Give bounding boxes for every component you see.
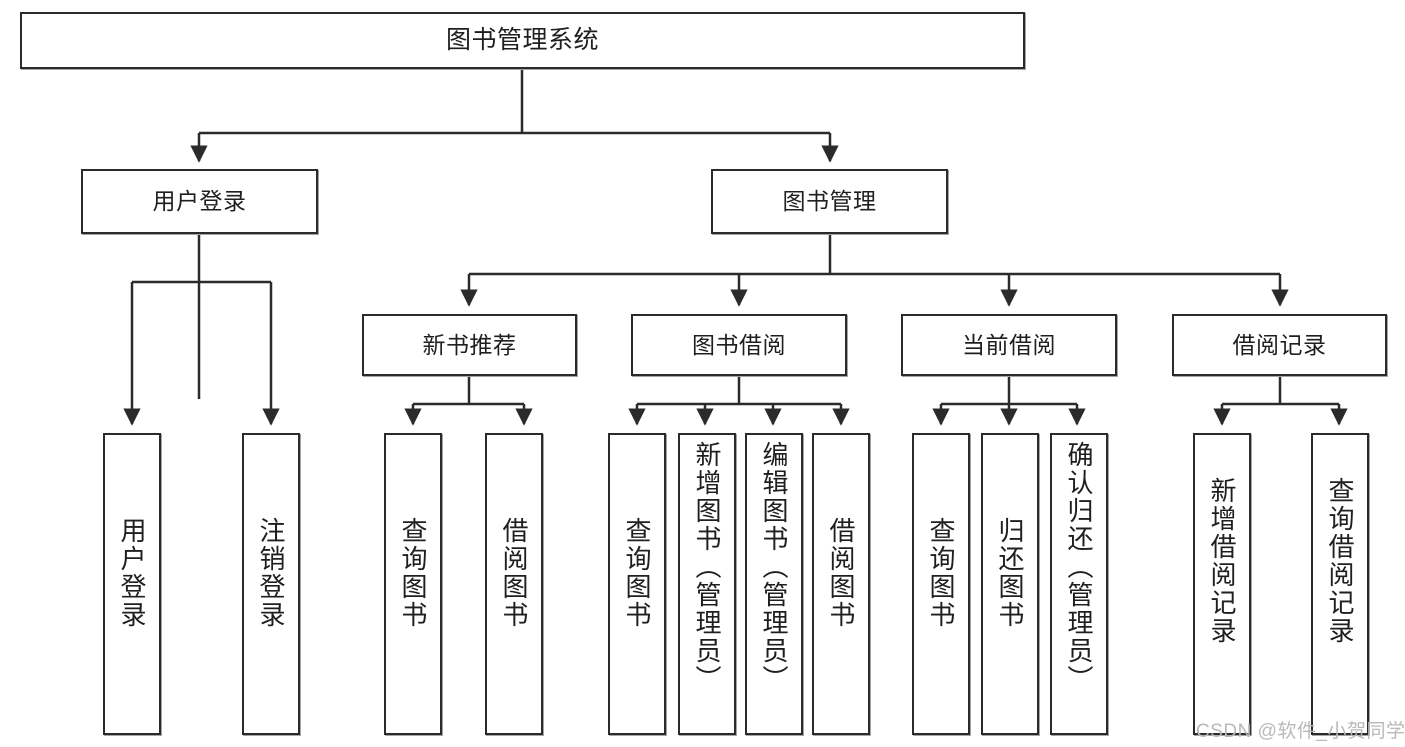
node-leaf-query-book-borrow[interactable]: 查询图书 bbox=[608, 433, 666, 735]
node-label: 新增图书（管理员） bbox=[692, 441, 723, 693]
node-leaf-add-book-admin[interactable]: 新增图书（管理员） bbox=[678, 433, 736, 735]
node-leaf-logout-login[interactable]: 注销登录 bbox=[242, 433, 300, 735]
node-label: 图书管理 bbox=[782, 188, 877, 215]
node-label: 图书借阅 bbox=[692, 331, 786, 358]
node-label: 用户登录 bbox=[117, 517, 148, 629]
node-label: 新增借阅记录 bbox=[1207, 477, 1238, 645]
node-label: 用户登录 bbox=[152, 188, 247, 215]
node-leaf-query-borrow-record[interactable]: 查询借阅记录 bbox=[1311, 433, 1369, 735]
node-leaf-return-book[interactable]: 归还图书 bbox=[981, 433, 1039, 735]
node-label: 查询图书 bbox=[398, 517, 429, 629]
node-label: 查询借阅记录 bbox=[1325, 477, 1356, 645]
node-book-management[interactable]: 图书管理 bbox=[711, 169, 948, 234]
node-user-login[interactable]: 用户登录 bbox=[81, 169, 318, 234]
node-label: 编辑图书（管理员） bbox=[759, 441, 790, 693]
node-leaf-query-book-current[interactable]: 查询图书 bbox=[912, 433, 970, 735]
node-new-book-recommend[interactable]: 新书推荐 bbox=[362, 314, 577, 376]
node-leaf-query-book-recommend[interactable]: 查询图书 bbox=[384, 433, 442, 735]
node-label: 借阅记录 bbox=[1232, 331, 1327, 358]
node-leaf-user-login[interactable]: 用户登录 bbox=[103, 433, 161, 735]
node-label: 借阅图书 bbox=[826, 517, 857, 629]
node-label: 查询图书 bbox=[622, 517, 653, 629]
node-leaf-borrow-book-recommend[interactable]: 借阅图书 bbox=[485, 433, 543, 735]
node-leaf-borrow-book-borrow[interactable]: 借阅图书 bbox=[812, 433, 870, 735]
node-label: 当前借阅 bbox=[962, 331, 1056, 358]
node-root-book-management-system[interactable]: 图书管理系统 bbox=[20, 12, 1025, 69]
node-label: 新书推荐 bbox=[422, 331, 517, 358]
node-label: 注销登录 bbox=[256, 517, 287, 629]
node-book-borrow[interactable]: 图书借阅 bbox=[631, 314, 847, 376]
node-label: 确认归还（管理员） bbox=[1064, 441, 1095, 693]
node-current-borrow[interactable]: 当前借阅 bbox=[901, 314, 1117, 376]
csdn-watermark: CSDN @软件_小贺同学 bbox=[1196, 721, 1405, 742]
node-label: 图书管理系统 bbox=[445, 26, 599, 55]
node-leaf-edit-book-admin[interactable]: 编辑图书（管理员） bbox=[745, 433, 803, 735]
node-borrow-record[interactable]: 借阅记录 bbox=[1172, 314, 1387, 376]
node-leaf-add-borrow-record[interactable]: 新增借阅记录 bbox=[1193, 433, 1251, 735]
node-leaf-confirm-return-admin[interactable]: 确认归还（管理员） bbox=[1050, 433, 1108, 735]
node-label: 归还图书 bbox=[995, 517, 1026, 629]
node-label: 查询图书 bbox=[926, 517, 957, 629]
node-label: 借阅图书 bbox=[499, 517, 530, 629]
